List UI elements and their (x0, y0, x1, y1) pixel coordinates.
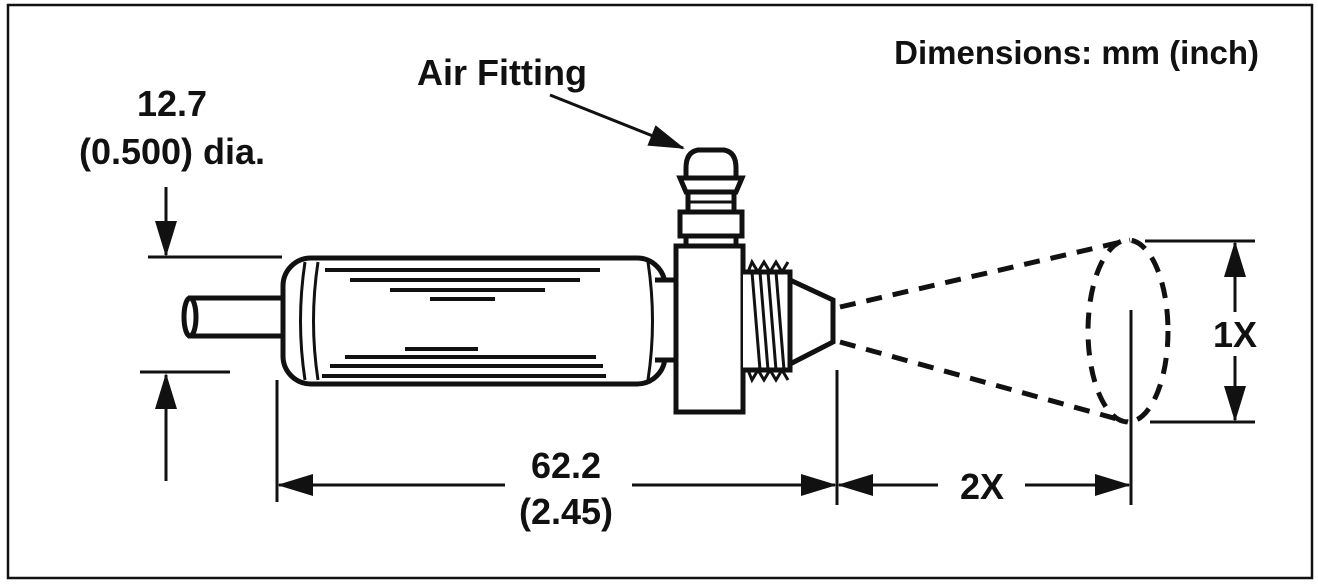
threaded-section (743, 258, 793, 384)
fitting-block (673, 243, 746, 415)
diameter-mm-label: 12.7 (137, 83, 207, 124)
air-fitting (676, 147, 746, 249)
spray-width-label: 1X (1213, 314, 1257, 355)
main-body-cylinder (280, 255, 668, 387)
length-mm-label: 62.2 (531, 445, 601, 486)
spray-distance-dimension (837, 310, 1133, 505)
nozzle-tip (787, 276, 836, 369)
units-label: Dimensions: mm (inch) (894, 34, 1259, 71)
air-fitting-label: Air Fitting (417, 52, 587, 93)
diagram-frame (6, 3, 1314, 580)
air-fitting-leader (549, 93, 685, 150)
nozzle-assembly (181, 147, 836, 415)
inlet-pipe (181, 295, 285, 339)
spray-width-dimension (1145, 239, 1255, 424)
spray-pattern (839, 237, 1171, 425)
length-inch-label: (2.45) (519, 491, 613, 532)
spray-distance-label: 2X (960, 466, 1004, 507)
diameter-inch-label: (0.500) dia. (79, 131, 265, 172)
diameter-dimension (140, 187, 282, 481)
